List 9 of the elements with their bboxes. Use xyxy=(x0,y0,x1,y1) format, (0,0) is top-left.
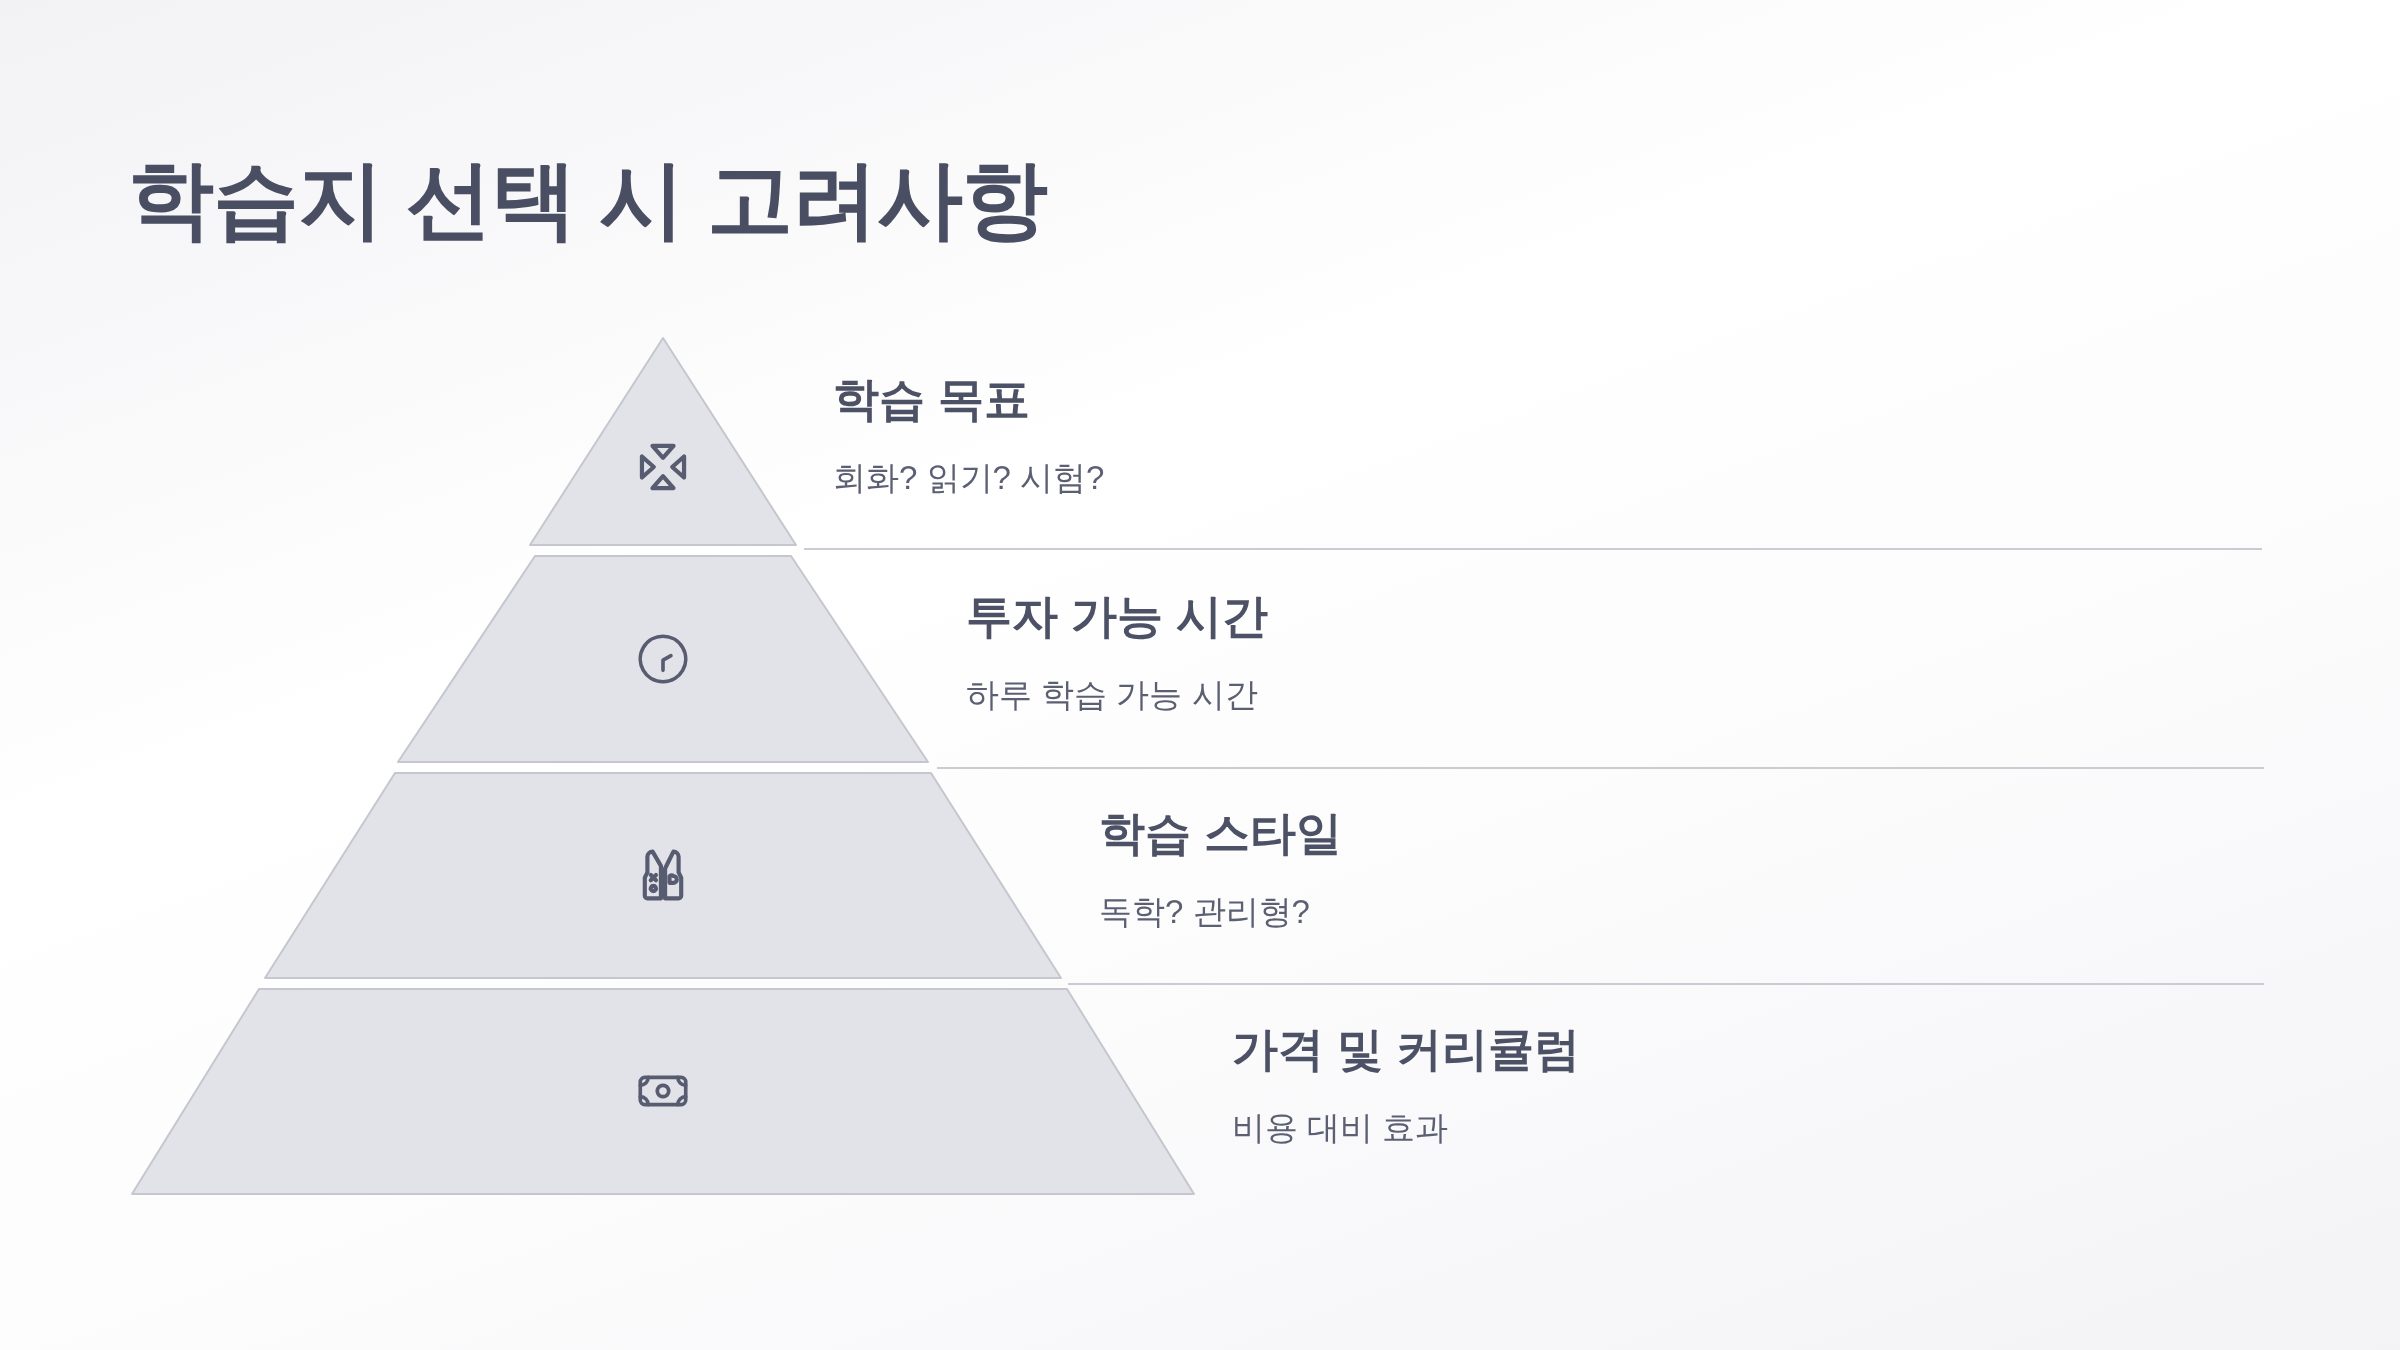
tier-heading: 투자 가능 시간 xyxy=(966,589,1268,645)
tier-description: 회화? 읽기? 시험? xyxy=(833,458,1105,498)
tier-description: 독학? 관리형? xyxy=(1099,892,1310,932)
tier-heading: 학습 목표 xyxy=(833,372,1030,428)
tier-description: 하루 학습 가능 시간 xyxy=(966,675,1258,715)
tier-heading: 학습 스타일 xyxy=(1099,806,1342,862)
slide-title: 학습지 선택 시 고려사항 xyxy=(128,150,1047,249)
tier-heading: 가격 및 커리큘럼 xyxy=(1232,1022,1580,1078)
tier-description: 비용 대비 효과 xyxy=(1232,1108,1449,1148)
